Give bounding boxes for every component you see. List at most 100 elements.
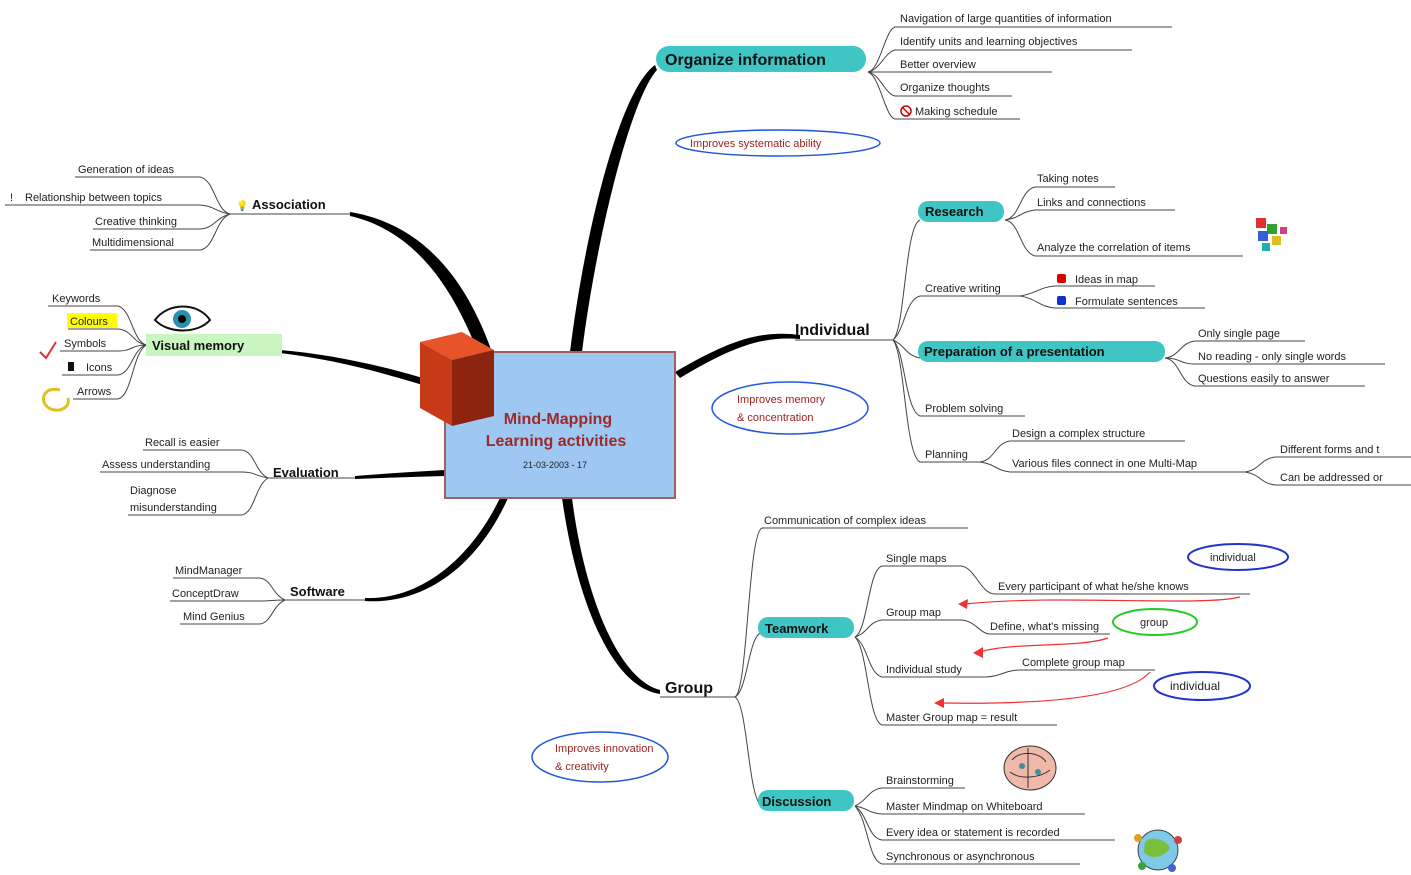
creative-item-1: Ideas in map bbox=[1075, 274, 1138, 286]
discussion-item-1: Brainstorming bbox=[886, 775, 954, 787]
lightbulb-icon: 💡 bbox=[236, 199, 248, 212]
presentation-title: Preparation of a presentation bbox=[924, 344, 1105, 359]
globe-icon bbox=[1134, 829, 1182, 872]
red-marker-icon bbox=[1057, 274, 1066, 283]
visual-title: Visual memory bbox=[152, 338, 245, 353]
evaluation-item-2: Assess understanding bbox=[102, 459, 210, 471]
individual-note-cloud bbox=[711, 381, 869, 435]
association-item-2: Relationship between topics bbox=[25, 192, 162, 204]
planning-subitem-2: Can be addressed or bbox=[1280, 472, 1383, 484]
visual-topic-bg[interactable] bbox=[146, 334, 282, 356]
brain-icon bbox=[1003, 745, 1057, 791]
branch-group bbox=[562, 498, 660, 694]
group-note-line1: Improves innovation bbox=[555, 743, 653, 755]
teamwork-tag-individual-2: individual bbox=[1170, 679, 1220, 693]
group-note-line2: & creativity bbox=[555, 761, 609, 773]
arrow-loop-icon bbox=[42, 387, 70, 412]
teamwork-group-detail: Define, what's missing bbox=[990, 621, 1099, 633]
association-item-4: Multidimensional bbox=[92, 237, 174, 249]
research-title: Research bbox=[925, 204, 984, 219]
branch-organize bbox=[570, 65, 657, 352]
discussion-item-2: Master Mindmap on Whiteboard bbox=[886, 801, 1043, 813]
teamwork-tag-group: group bbox=[1140, 617, 1168, 629]
software-item-3: Mind Genius bbox=[183, 611, 245, 623]
teamwork-single-detail: Every participant of what he/she knows bbox=[998, 581, 1189, 593]
software-item-1: MindManager bbox=[175, 565, 243, 577]
association-item-1: Generation of ideas bbox=[78, 164, 175, 176]
teamwork-topic-bg[interactable] bbox=[758, 617, 854, 638]
problem-solving: Problem solving bbox=[925, 403, 1003, 415]
no-entry-icon bbox=[900, 105, 912, 117]
visual-item-colours: Colours bbox=[70, 316, 108, 328]
individual-title[interactable]: Individual bbox=[795, 322, 870, 339]
teamwork-group-map: Group map bbox=[886, 607, 941, 619]
organize-item-3: Better overview bbox=[900, 59, 976, 71]
planning-item-2: Various files connect in one Multi-Map bbox=[1012, 458, 1197, 470]
organize-note-cloud bbox=[675, 129, 881, 157]
individual-note-line1: Improves memory bbox=[737, 394, 826, 406]
puzzle-icon bbox=[1256, 218, 1287, 251]
discussion-topic-bg[interactable] bbox=[758, 790, 854, 811]
planning-subitem-1: Different forms and t bbox=[1280, 444, 1379, 456]
teamwork-individual-detail: Complete group map bbox=[1022, 657, 1125, 669]
organize-item-4: Organize thoughts bbox=[900, 82, 990, 94]
association-item-3: Creative thinking bbox=[95, 216, 177, 228]
presentation-item-1: Only single page bbox=[1198, 328, 1280, 340]
individual-tag-cloud-1 bbox=[1187, 543, 1289, 571]
planning-title: Planning bbox=[925, 449, 968, 461]
group-tag-cloud bbox=[1112, 608, 1198, 636]
branch-software bbox=[365, 498, 508, 602]
feedback-arrows bbox=[939, 596, 1241, 704]
central-title-line2: Learning activities bbox=[486, 433, 627, 450]
eye-icon bbox=[153, 305, 212, 332]
group-note-cloud bbox=[531, 731, 669, 783]
branch-individual bbox=[675, 333, 800, 378]
software-item-2: ConceptDraw bbox=[172, 588, 239, 600]
teamwork-tag-individual-1: individual bbox=[1210, 552, 1256, 564]
evaluation-item-3b: misunderstanding bbox=[130, 502, 217, 514]
organize-note: Improves systematic ability bbox=[690, 138, 822, 150]
branch-association bbox=[350, 212, 492, 352]
evaluation-title[interactable]: Evaluation bbox=[273, 465, 339, 480]
teamwork-individual-study: Individual study bbox=[886, 664, 962, 676]
organize-topic-bg[interactable] bbox=[656, 46, 866, 72]
presentation-topic-bg[interactable] bbox=[918, 341, 1165, 362]
cube-icon bbox=[420, 332, 494, 426]
evaluation-item-3a: Diagnose bbox=[130, 485, 176, 497]
creative-writing-title: Creative writing bbox=[925, 283, 1001, 295]
visual-item-arrows: Arrows bbox=[77, 386, 112, 398]
software-title[interactable]: Software bbox=[290, 584, 345, 599]
branch-visual bbox=[280, 350, 445, 392]
individual-note-line2: & concentration bbox=[737, 412, 813, 424]
organize-title: Organize information bbox=[665, 52, 826, 69]
research-item-1: Taking notes bbox=[1037, 173, 1099, 185]
blue-marker-icon bbox=[1057, 296, 1066, 305]
association-title[interactable]: Association bbox=[252, 197, 326, 212]
research-item-3: Analyze the correlation of items bbox=[1037, 242, 1191, 254]
research-topic-bg[interactable] bbox=[918, 201, 1004, 222]
branch-evaluation bbox=[355, 470, 445, 479]
central-date: 21-03-2003 - 17 bbox=[523, 460, 587, 470]
discussion-item-4: Synchronous or asynchronous bbox=[886, 851, 1035, 863]
planning-item-1: Design a complex structure bbox=[1012, 428, 1145, 440]
teamwork-single: Single maps bbox=[886, 553, 947, 565]
teamwork-title: Teamwork bbox=[765, 621, 829, 636]
main-branch-shapes bbox=[280, 65, 800, 694]
group-title[interactable]: Group bbox=[665, 680, 713, 697]
organize-item-5: Making schedule bbox=[915, 106, 998, 118]
creative-item-2: Formulate sentences bbox=[1075, 296, 1178, 308]
presentation-item-2: No reading - only single words bbox=[1198, 351, 1346, 363]
research-item-2: Links and connections bbox=[1037, 197, 1146, 209]
individual-tag-cloud-2 bbox=[1153, 671, 1251, 701]
visual-item-icons: Icons bbox=[86, 362, 113, 374]
evaluation-item-1: Recall is easier bbox=[145, 437, 220, 449]
discussion-item-3: Every idea or statement is recorded bbox=[886, 827, 1060, 839]
group-communication: Communication of complex ideas bbox=[764, 515, 927, 527]
arrow-heads bbox=[934, 599, 983, 708]
icon-glyph bbox=[68, 362, 74, 371]
presentation-item-3: Questions easily to answer bbox=[1198, 373, 1330, 385]
organize-item-2: Identify units and learning objectives bbox=[900, 36, 1078, 48]
visual-item-symbols: Symbols bbox=[64, 338, 107, 350]
